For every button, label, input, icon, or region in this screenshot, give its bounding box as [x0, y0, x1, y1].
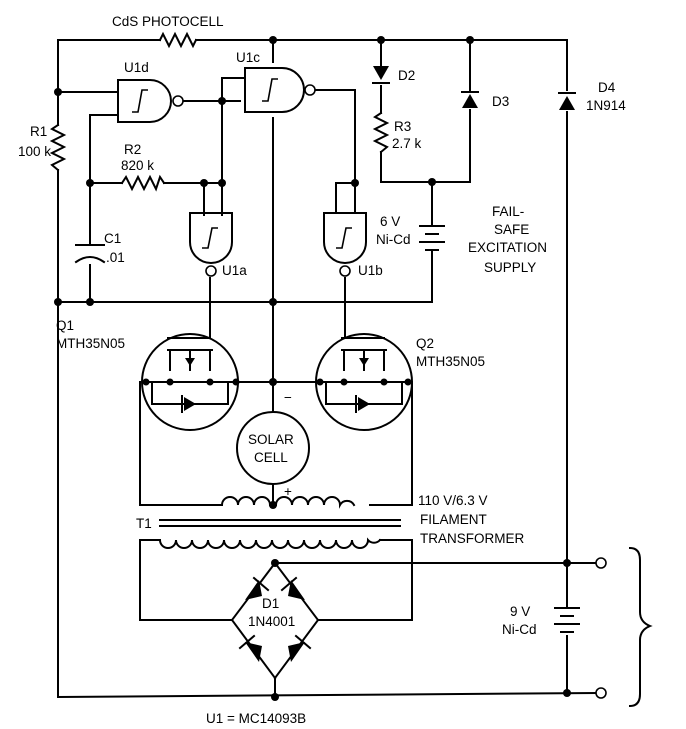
- r1-resistor: [49, 123, 67, 172]
- solar-cell-label-1: SOLAR: [248, 432, 294, 447]
- transformer-type-2: TRANSFORMER: [420, 531, 525, 546]
- failsafe-label-4: SUPPLY: [484, 260, 536, 275]
- transformer-t1: [158, 496, 401, 549]
- d1-label: D1: [262, 596, 279, 611]
- wiring: [56, 39, 599, 699]
- junction-dots: [54, 36, 571, 701]
- d1-part: 1N4001: [248, 614, 295, 629]
- q1-mosfet: [141, 333, 240, 431]
- d4-diode: [558, 92, 576, 110]
- u1c-label: U1c: [236, 50, 260, 65]
- battery-9v: [554, 607, 580, 633]
- output-terminal-bottom: [595, 687, 607, 699]
- transformer-type-1: FILAMENT: [420, 512, 487, 527]
- d2-label: D2: [398, 68, 415, 83]
- d2-diode: [372, 66, 390, 84]
- q2-label: Q2: [416, 336, 434, 351]
- u1d-label: U1d: [124, 60, 149, 75]
- d4-label: D4: [598, 80, 616, 95]
- c1-label: C1: [104, 231, 121, 246]
- solar-cell: [236, 411, 310, 485]
- c1-capacitor: [74, 244, 106, 264]
- d3-diode: [461, 91, 479, 108]
- failsafe-label-2: SAFE: [494, 222, 529, 237]
- q1-label: Q1: [56, 318, 74, 333]
- battery-9v-voltage: 9 V: [510, 604, 530, 619]
- battery-6v: [419, 225, 445, 251]
- r3-label: R3: [394, 119, 411, 134]
- transformer-label: T1: [136, 516, 152, 531]
- d4-part: 1N914: [586, 98, 626, 113]
- u1a-nand-gate: [189, 212, 233, 277]
- output-terminal-top: [595, 557, 607, 569]
- r2-label: R2: [124, 142, 141, 157]
- u1d-nand-gate: [117, 79, 184, 123]
- r2-value: 820 k: [121, 158, 154, 173]
- r3-resistor: [372, 111, 390, 154]
- u1b-nand-gate: [323, 212, 367, 277]
- q2-part: MTH35N05: [416, 354, 485, 369]
- solar-minus: −: [284, 390, 292, 405]
- photocell-resistor: [158, 31, 198, 49]
- d3-label: D3: [492, 94, 509, 109]
- transformer-rating: 110 V/6.3 V: [418, 493, 488, 508]
- photocell-label: CdS PHOTOCELL: [112, 14, 224, 29]
- r2-resistor: [120, 174, 166, 192]
- r1-value: 100 k: [18, 144, 51, 159]
- battery-6v-type: Ni-Cd: [376, 232, 411, 247]
- u1a-label: U1a: [222, 263, 247, 278]
- bridge-rectifier-d1: [230, 561, 320, 680]
- u1b-label: U1b: [358, 263, 383, 278]
- failsafe-label-3: EXCITATION: [468, 240, 547, 255]
- r1-label: R1: [30, 124, 47, 139]
- battery-6v-voltage: 6 V: [380, 214, 400, 229]
- solar-cell-label-2: CELL: [254, 450, 288, 465]
- u1c-nand-gate: [244, 67, 316, 113]
- u1-part-note: U1 = MC14093B: [206, 711, 306, 726]
- c1-value: .01: [106, 250, 125, 265]
- r3-value: 2.7 k: [392, 136, 422, 151]
- failsafe-label-1: FAIL-: [492, 204, 524, 219]
- battery-9v-type: Ni-Cd: [502, 622, 537, 637]
- output-brace: [628, 546, 653, 708]
- solar-plus: +: [284, 484, 292, 499]
- q1-part: MTH35N05: [56, 336, 125, 351]
- q2-mosfet: [315, 333, 413, 431]
